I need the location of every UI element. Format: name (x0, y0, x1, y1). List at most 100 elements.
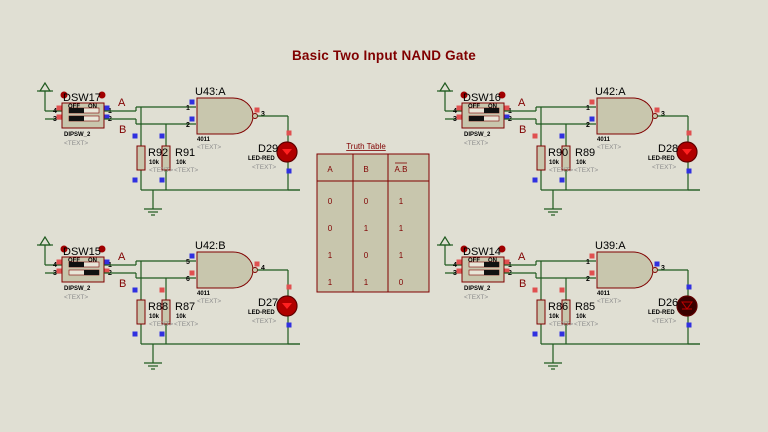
circuit-bottom-left: DSW15OFFON4312DIPSW_2<TEXT>ABR88R8710k10… (37, 235, 300, 370)
nand-gate-body[interactable] (196, 251, 254, 289)
net-label-b: B (119, 278, 126, 290)
switch-reference: DSW15 (63, 246, 101, 258)
resistor-r90[interactable] (536, 145, 546, 171)
circuit-bottom-right: DSW14OFFON4312DIPSW_2<TEXT>ABR86R8510k10… (437, 235, 700, 370)
led-text-placeholder: <TEXT> (652, 164, 676, 171)
pin-state-indicator (132, 287, 138, 293)
dip-switch-body[interactable] (61, 102, 105, 129)
switch-mount-dot (98, 245, 106, 253)
pin-state-indicator (686, 130, 692, 136)
switch-pin-label: 3 (453, 270, 457, 277)
switch-pin-label: 3 (53, 116, 57, 123)
nand-inversion-bubble (252, 113, 258, 119)
pin-state-indicator (654, 261, 660, 267)
resistor-text-placeholder: <TEXT> (574, 167, 598, 174)
resistor-text-placeholder: <TEXT> (174, 167, 198, 174)
switch-on-label: ON (488, 258, 497, 264)
switch-off-label: OFF (68, 104, 80, 110)
switch-1-toggle[interactable] (484, 262, 499, 267)
nand-gate-body[interactable] (596, 251, 654, 289)
pin-state-indicator (56, 105, 62, 111)
pin-state-indicator (132, 177, 138, 183)
net-label-a: A (118, 97, 126, 109)
led-text-placeholder: <TEXT> (252, 164, 276, 171)
nand-inversion-bubble (252, 267, 258, 273)
gate-pin-label: 1 (586, 105, 590, 112)
gate-part-label: 4011 (597, 137, 611, 143)
pin-state-indicator (189, 99, 195, 105)
resistor-r92[interactable] (136, 145, 146, 171)
switch-pin-label: 3 (53, 270, 57, 277)
gate-part-label: 4011 (597, 291, 611, 297)
resistor-r87[interactable] (161, 299, 171, 325)
led-diode-icon (681, 301, 693, 310)
truth-table-header: A.B (395, 165, 408, 174)
led-type-label: LED-RED (648, 310, 675, 316)
switch-off-label: OFF (468, 104, 480, 110)
resistor-text-placeholder: <TEXT> (149, 321, 173, 328)
truth-table-body (316, 153, 430, 293)
net-label-a: A (118, 251, 126, 263)
pin-state-indicator (559, 133, 565, 139)
pin-state-indicator (189, 253, 195, 259)
resistor-reference: R92 (148, 147, 168, 159)
net-label-a: A (518, 251, 526, 263)
resistor-r86[interactable] (536, 299, 546, 325)
net-label-b: B (519, 124, 526, 136)
switch-reference: DSW16 (463, 92, 501, 104)
switch-1-toggle[interactable] (69, 108, 84, 113)
net-label-b: B (119, 124, 126, 136)
led-d26[interactable] (676, 295, 698, 317)
pin-state-indicator (159, 287, 165, 293)
switch-1-toggle[interactable] (484, 108, 499, 113)
switch-2-toggle[interactable] (469, 116, 484, 121)
gate-reference: U43:A (195, 86, 226, 98)
switch-1-toggle[interactable] (69, 262, 84, 267)
pin-state-indicator (559, 331, 565, 337)
resistor-r91[interactable] (161, 145, 171, 171)
resistor-reference: R91 (175, 147, 195, 159)
pin-state-indicator (532, 133, 538, 139)
switch-on-label: ON (88, 258, 97, 264)
led-type-label: LED-RED (248, 310, 275, 316)
switch-2-toggle[interactable] (69, 116, 84, 121)
gate-text-placeholder: <TEXT> (597, 144, 621, 151)
nand-gate-body[interactable] (596, 97, 654, 135)
truth-table-cell: 1 (328, 251, 333, 260)
resistor-reference: R88 (148, 301, 168, 313)
switch-reference: DSW14 (463, 246, 501, 258)
resistor-r89[interactable] (561, 145, 571, 171)
resistor-r85[interactable] (561, 299, 571, 325)
resistor-r88[interactable] (136, 299, 146, 325)
switch-pin-label: 3 (453, 116, 457, 123)
gate-pin-label: 2 (586, 276, 590, 283)
switch-mount-dot (60, 245, 68, 253)
pin-state-indicator (686, 168, 692, 174)
led-diode-icon (282, 149, 292, 155)
dip-switch-body[interactable] (61, 256, 105, 283)
switch-pin-label: 4 (453, 262, 457, 269)
gate-pin-label: 5 (186, 259, 190, 266)
led-text-placeholder: <TEXT> (652, 318, 676, 325)
gate-pin-label: 3 (261, 111, 265, 118)
pin-state-indicator (159, 331, 165, 337)
nand-gate-body[interactable] (196, 97, 254, 135)
dip-switch-body[interactable] (461, 102, 505, 129)
pin-state-indicator (189, 270, 195, 276)
pin-state-indicator (286, 322, 292, 328)
switch-mount-dot (460, 91, 468, 99)
switch-2-toggle[interactable] (84, 270, 99, 275)
truth-table-header: A (327, 165, 333, 174)
resistor-reference: R85 (575, 301, 595, 313)
dip-switch-body[interactable] (461, 256, 505, 283)
circuit-top-right: DSW16OFFON4312DIPSW_2<TEXT>ABR90R8910k10… (437, 81, 700, 216)
switch-2-toggle[interactable] (484, 270, 499, 275)
resistor-text-placeholder: <TEXT> (174, 321, 198, 328)
gate-pin-label: 3 (661, 265, 665, 272)
pin-state-indicator (56, 259, 62, 265)
truth-table-cell: 0 (328, 224, 333, 233)
switch-off-label: OFF (468, 258, 480, 264)
resistor-value: 10k (176, 314, 187, 320)
